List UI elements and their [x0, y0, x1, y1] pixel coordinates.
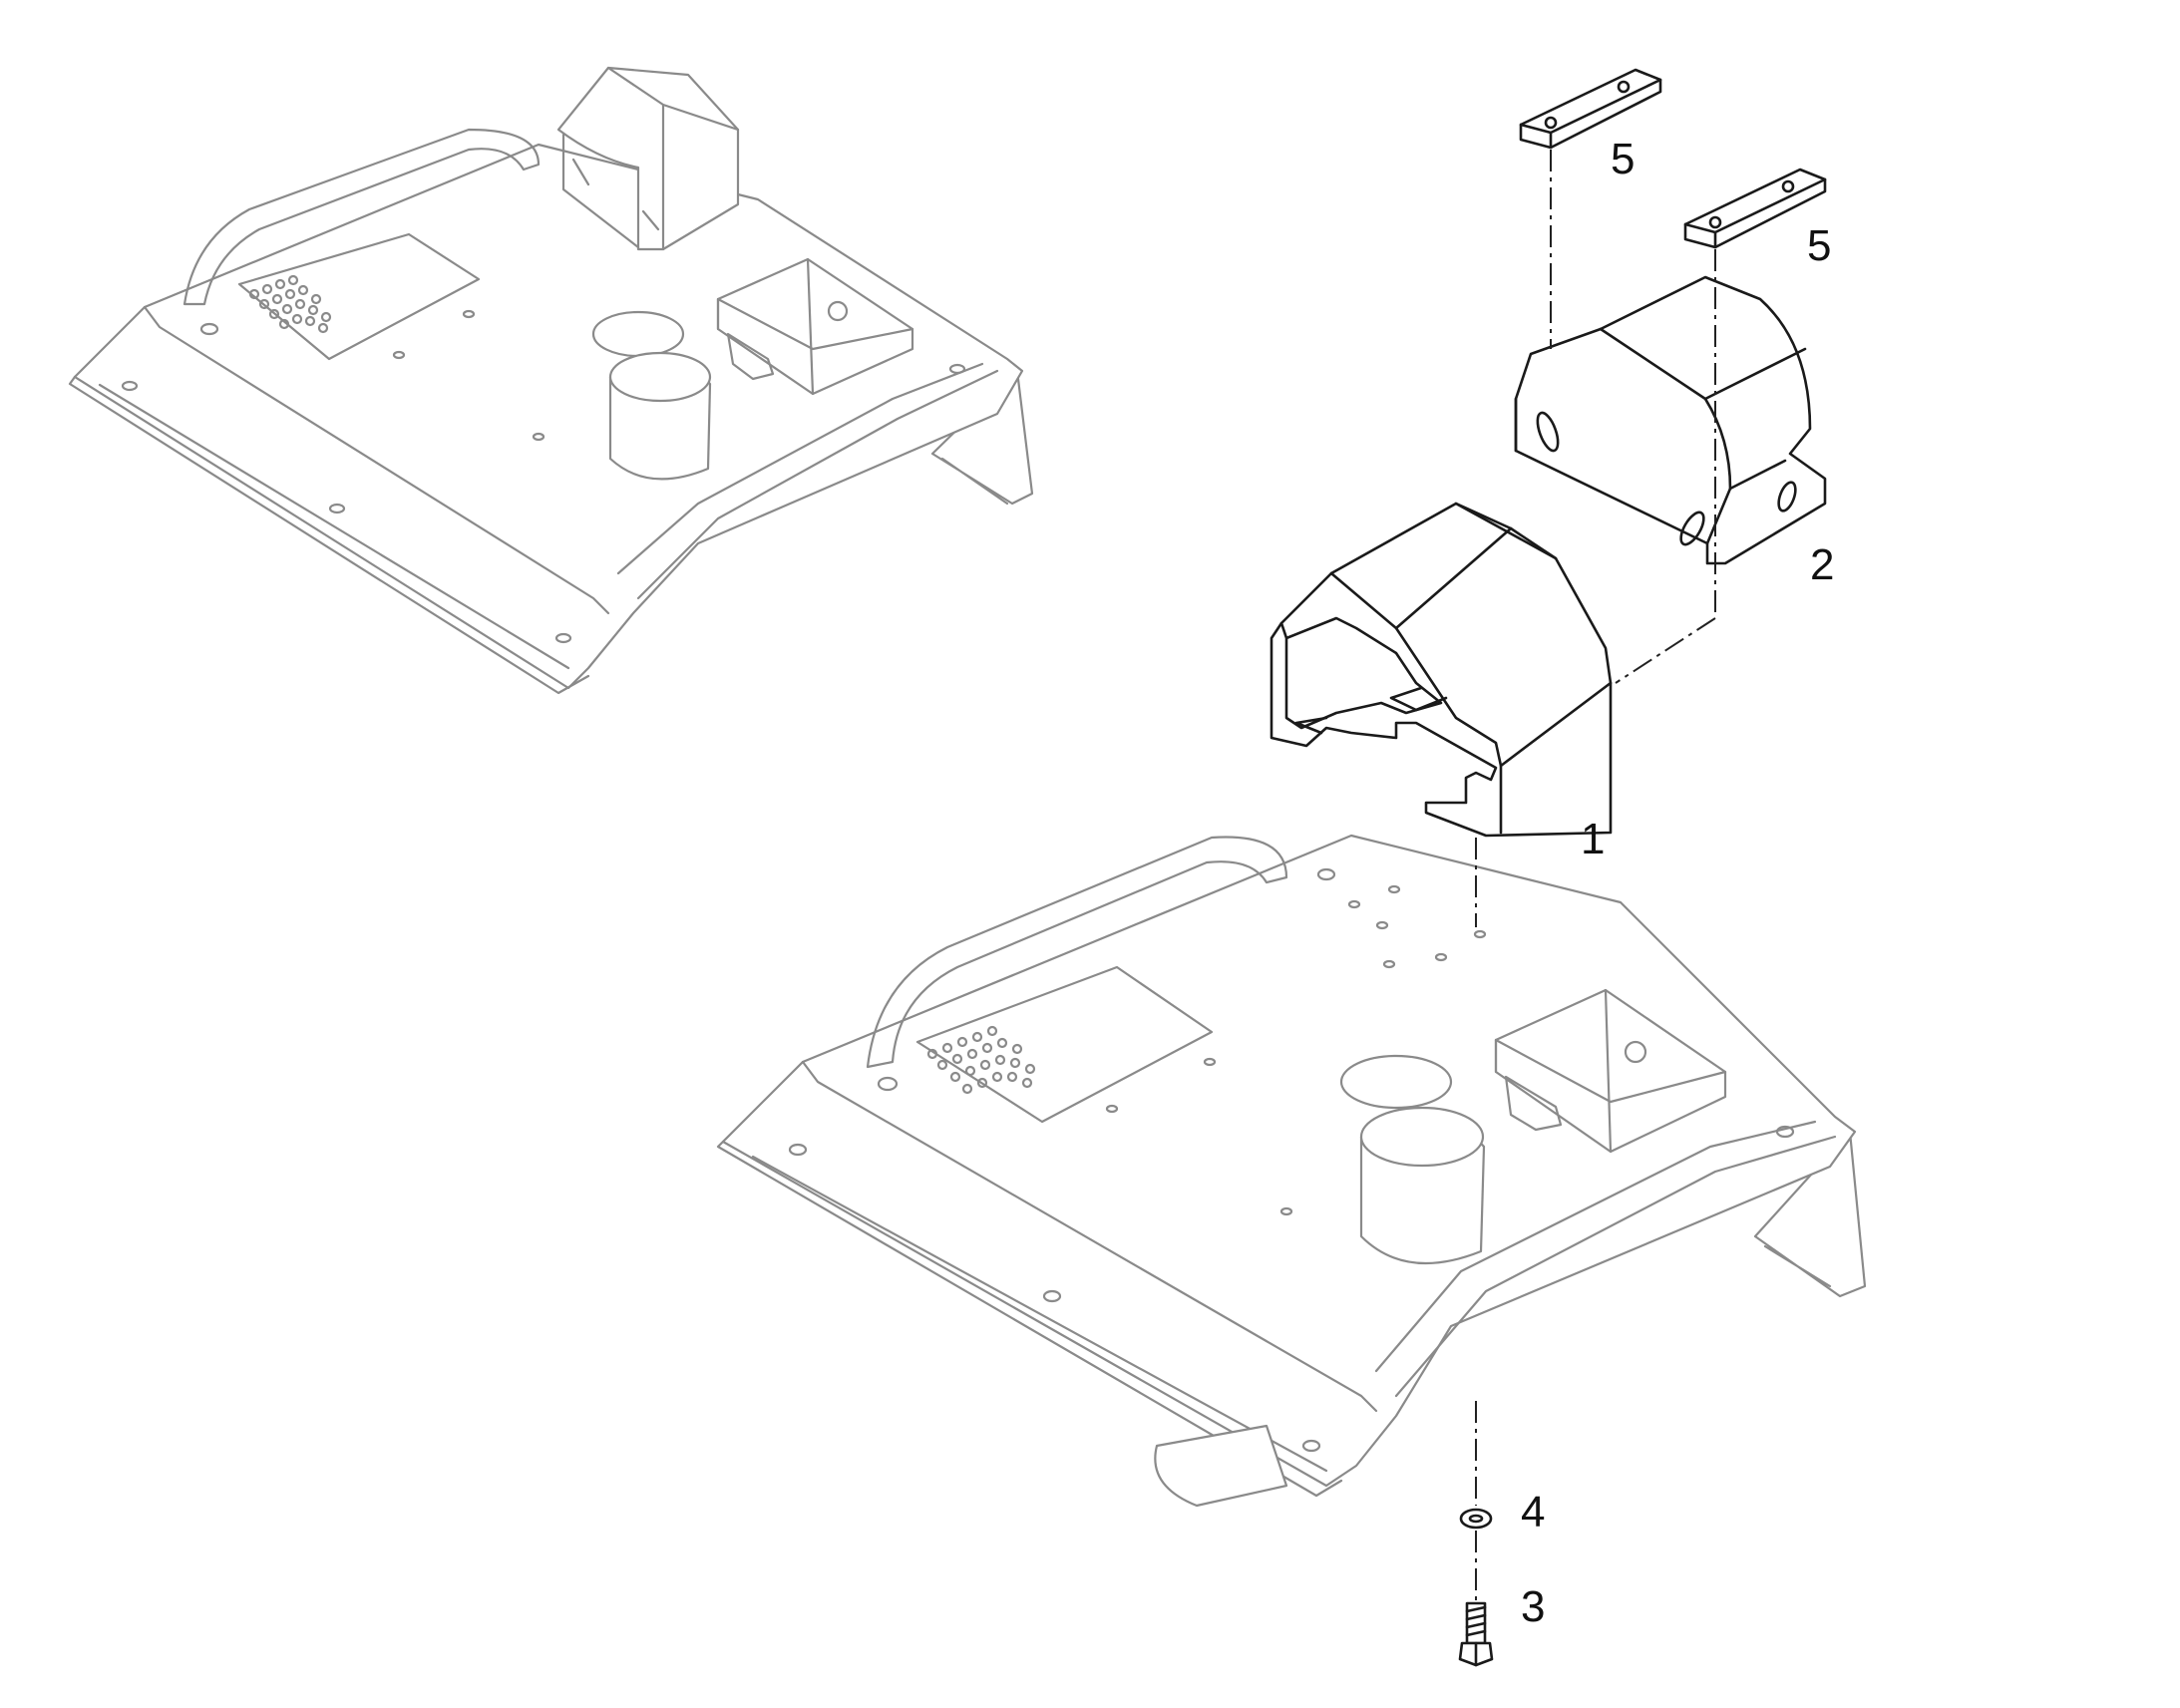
- rear-cover: [1514, 275, 1827, 565]
- mounting-strip-upper: [1519, 68, 1662, 150]
- upper-base-plate-assembly: [68, 66, 1034, 695]
- callout-part-5-lower: 5: [1807, 221, 1832, 270]
- bolt: [1458, 1601, 1494, 1667]
- washer: [1459, 1508, 1493, 1530]
- callout-part-3: 3: [1521, 1582, 1546, 1631]
- callout-part-5-upper: 5: [1611, 135, 1635, 183]
- callout-part-1: 1: [1581, 815, 1606, 863]
- callout-part-2: 2: [1810, 540, 1835, 589]
- callout-part-4: 4: [1521, 1488, 1546, 1537]
- assembly-centerlines: [1475, 150, 1716, 1600]
- guard-bracket: [1270, 502, 1613, 838]
- lower-base-plate-assembly: [716, 834, 1867, 1508]
- mounting-strip-lower: [1683, 168, 1827, 249]
